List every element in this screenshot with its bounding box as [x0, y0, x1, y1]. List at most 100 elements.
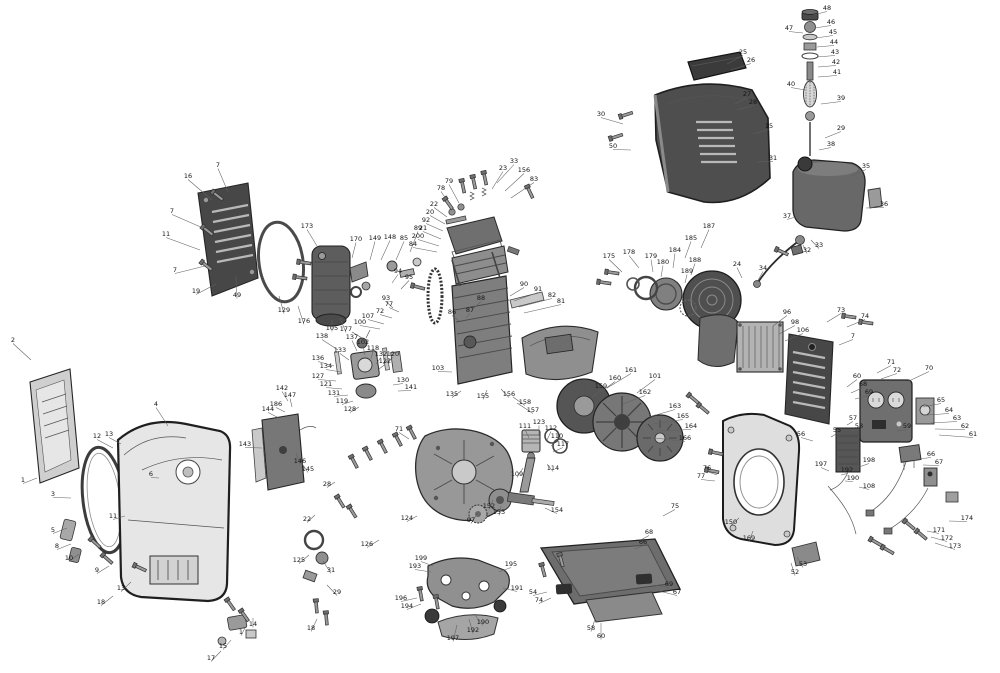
- leader-line: [850, 387, 864, 394]
- part-number-label: 149: [369, 234, 381, 242]
- leader-line: [150, 477, 160, 479]
- part-number-label: 94: [394, 267, 402, 275]
- part-number-label: 63: [953, 414, 961, 422]
- part-number-label: 97: [467, 516, 475, 524]
- leader-line: [817, 75, 838, 78]
- part-number-label: 144: [262, 405, 274, 413]
- piston-assembly: [519, 428, 568, 493]
- part-number-label: 87: [466, 306, 474, 314]
- leader-line: [876, 365, 892, 374]
- carry-handle: [687, 51, 747, 81]
- leader-line: [429, 215, 446, 225]
- part-number-label: 120: [387, 350, 399, 358]
- part-number-label: 18: [307, 624, 315, 632]
- leader-line: [349, 406, 360, 413]
- leader-line: [684, 241, 692, 259]
- part-number-label: 108: [863, 482, 875, 490]
- leader-line: [289, 398, 293, 408]
- part-number-label: 143: [239, 440, 251, 448]
- part-number-label: 199: [415, 554, 427, 562]
- part-number-label: 179: [645, 252, 657, 260]
- leader-line: [546, 431, 552, 441]
- leader-line: [818, 147, 832, 151]
- part-number-label: 101: [649, 372, 661, 380]
- leader-line: [846, 379, 858, 388]
- leader-line: [513, 292, 539, 302]
- leader-line: [174, 265, 206, 274]
- leader-line: [926, 413, 950, 416]
- part-number-label: 71: [887, 358, 895, 366]
- leader-line: [854, 395, 870, 400]
- part-number-label: 184: [669, 246, 681, 254]
- leader-line: [321, 339, 339, 351]
- part-number-label: 188: [689, 256, 701, 264]
- part-number-label: 124: [401, 514, 413, 522]
- part-number-label: 69: [665, 580, 673, 588]
- part-number-label: 31: [769, 154, 777, 162]
- part-number-label: 146: [294, 457, 306, 465]
- part-number-label: 98: [791, 318, 799, 326]
- part-number-label: 47: [785, 24, 793, 32]
- part-number-label: 21: [419, 224, 427, 232]
- leader-line: [171, 214, 204, 229]
- leader-line: [375, 357, 382, 365]
- leader-line: [391, 274, 399, 284]
- leader-line: [502, 587, 518, 592]
- part-number-label: 55: [833, 426, 841, 434]
- leader-line: [322, 560, 332, 574]
- leader-line: [420, 561, 434, 567]
- leader-line: [400, 280, 410, 290]
- part-number-label: 46: [827, 18, 835, 26]
- part-number-label: 100: [354, 318, 366, 326]
- part-number-label: 150: [725, 518, 737, 526]
- leader-line: [68, 553, 80, 562]
- part-number-label: 62: [961, 422, 969, 430]
- part-number-label: 130: [397, 376, 409, 384]
- leader-line: [815, 35, 834, 39]
- leader-line: [820, 467, 830, 472]
- leader-line: [392, 383, 404, 386]
- part-number-label: 96: [783, 308, 791, 316]
- part-number-label: 125: [293, 556, 305, 564]
- part-number-label: 15: [219, 642, 227, 650]
- part-number-label: 197: [447, 634, 459, 642]
- leader-line: [790, 87, 806, 91]
- leader-line: [652, 419, 684, 425]
- part-number-label: 50: [609, 142, 617, 150]
- leader-line: [948, 520, 968, 522]
- part-number-label: 175: [603, 252, 615, 260]
- part-number-label: 86: [448, 308, 456, 316]
- part-number-label: 137: [346, 333, 358, 341]
- part-number-label: 23: [499, 164, 507, 172]
- leader-line: [800, 437, 814, 442]
- timing-chain: [426, 267, 444, 325]
- part-number-label: 33: [815, 241, 823, 249]
- recoil-starter: [626, 270, 742, 340]
- part-number-label: 28: [749, 98, 757, 106]
- leader-line: [451, 390, 462, 398]
- leader-line: [650, 259, 654, 273]
- part-number-label: 131: [328, 389, 340, 397]
- leader-line: [509, 287, 525, 297]
- leader-line: [816, 55, 836, 58]
- part-number-label: 60: [597, 632, 605, 640]
- part-number-label: 53: [799, 560, 807, 568]
- part-number-label: 192: [841, 466, 853, 474]
- leader-line: [516, 402, 534, 414]
- leader-line: [840, 473, 848, 476]
- leader-line: [700, 229, 710, 249]
- leader-line: [796, 556, 804, 568]
- leader-line: [810, 239, 820, 249]
- leader-line: [820, 101, 842, 105]
- leader-line: [922, 403, 942, 408]
- part-number-label: 7: [851, 332, 855, 340]
- part-number-label: 32: [803, 246, 811, 254]
- ignition-coil-engine: [544, 333, 574, 355]
- part-number-label: 64: [945, 406, 953, 414]
- part-number-label: 71: [395, 425, 403, 433]
- part-number-label: 15: [765, 122, 773, 130]
- leader-line: [748, 530, 754, 542]
- leader-line: [465, 313, 471, 319]
- leader-line: [451, 315, 460, 322]
